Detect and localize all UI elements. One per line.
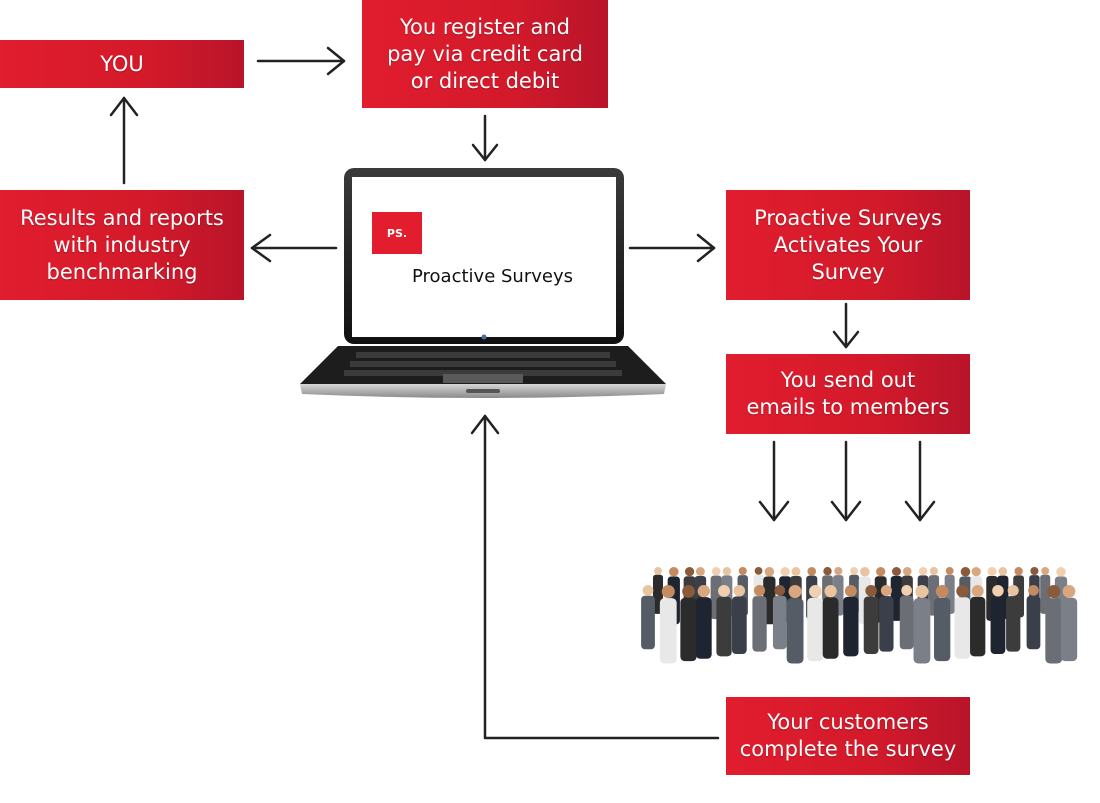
crowd-person: [913, 585, 931, 664]
crowd-person: [970, 585, 986, 657]
crowd-person: [934, 585, 951, 662]
node-you: YOU: [0, 40, 244, 88]
crowd-person: [695, 585, 712, 659]
node-customers: Your customers complete the survey: [726, 697, 970, 775]
crowd-person: [716, 585, 732, 657]
laptop-illustration: [300, 168, 666, 398]
crowd-person: [772, 585, 787, 650]
crowd-person: [807, 585, 824, 662]
crowd-person: [752, 585, 767, 652]
crowd-person: [822, 585, 839, 659]
laptop-screen-title: Proactive Surveys: [412, 266, 573, 287]
crowd-person: [863, 585, 879, 655]
crowd-person: [1060, 585, 1078, 662]
crowd-person: [731, 585, 747, 655]
crowd-person: [1006, 585, 1021, 652]
crowd-person: [890, 567, 903, 621]
crowd-person: [843, 585, 859, 657]
crowd-person: [1026, 585, 1041, 650]
crowd-person: [786, 585, 804, 664]
people-crowd-image: [641, 567, 1078, 664]
arrow-customers-to-laptop: [483, 414, 720, 740]
node-results: Results and reports with industry benchm…: [0, 190, 244, 300]
crowd-person: [641, 585, 655, 650]
node-send-emails: You send out emails to members: [726, 354, 970, 434]
ps-logo-icon: PS.: [372, 212, 422, 254]
crowd-person: [990, 585, 1006, 655]
crowd-person: [680, 585, 697, 662]
crowd-person: [659, 585, 677, 664]
crowd-person: [899, 585, 914, 650]
crowd-person: [954, 585, 971, 659]
crowd-person: [879, 585, 894, 652]
crowd-person: [1045, 585, 1063, 664]
node-activates: Proactive Surveys Activates Your Survey: [726, 190, 970, 300]
node-register: You register and pay via credit card or …: [362, 0, 608, 108]
